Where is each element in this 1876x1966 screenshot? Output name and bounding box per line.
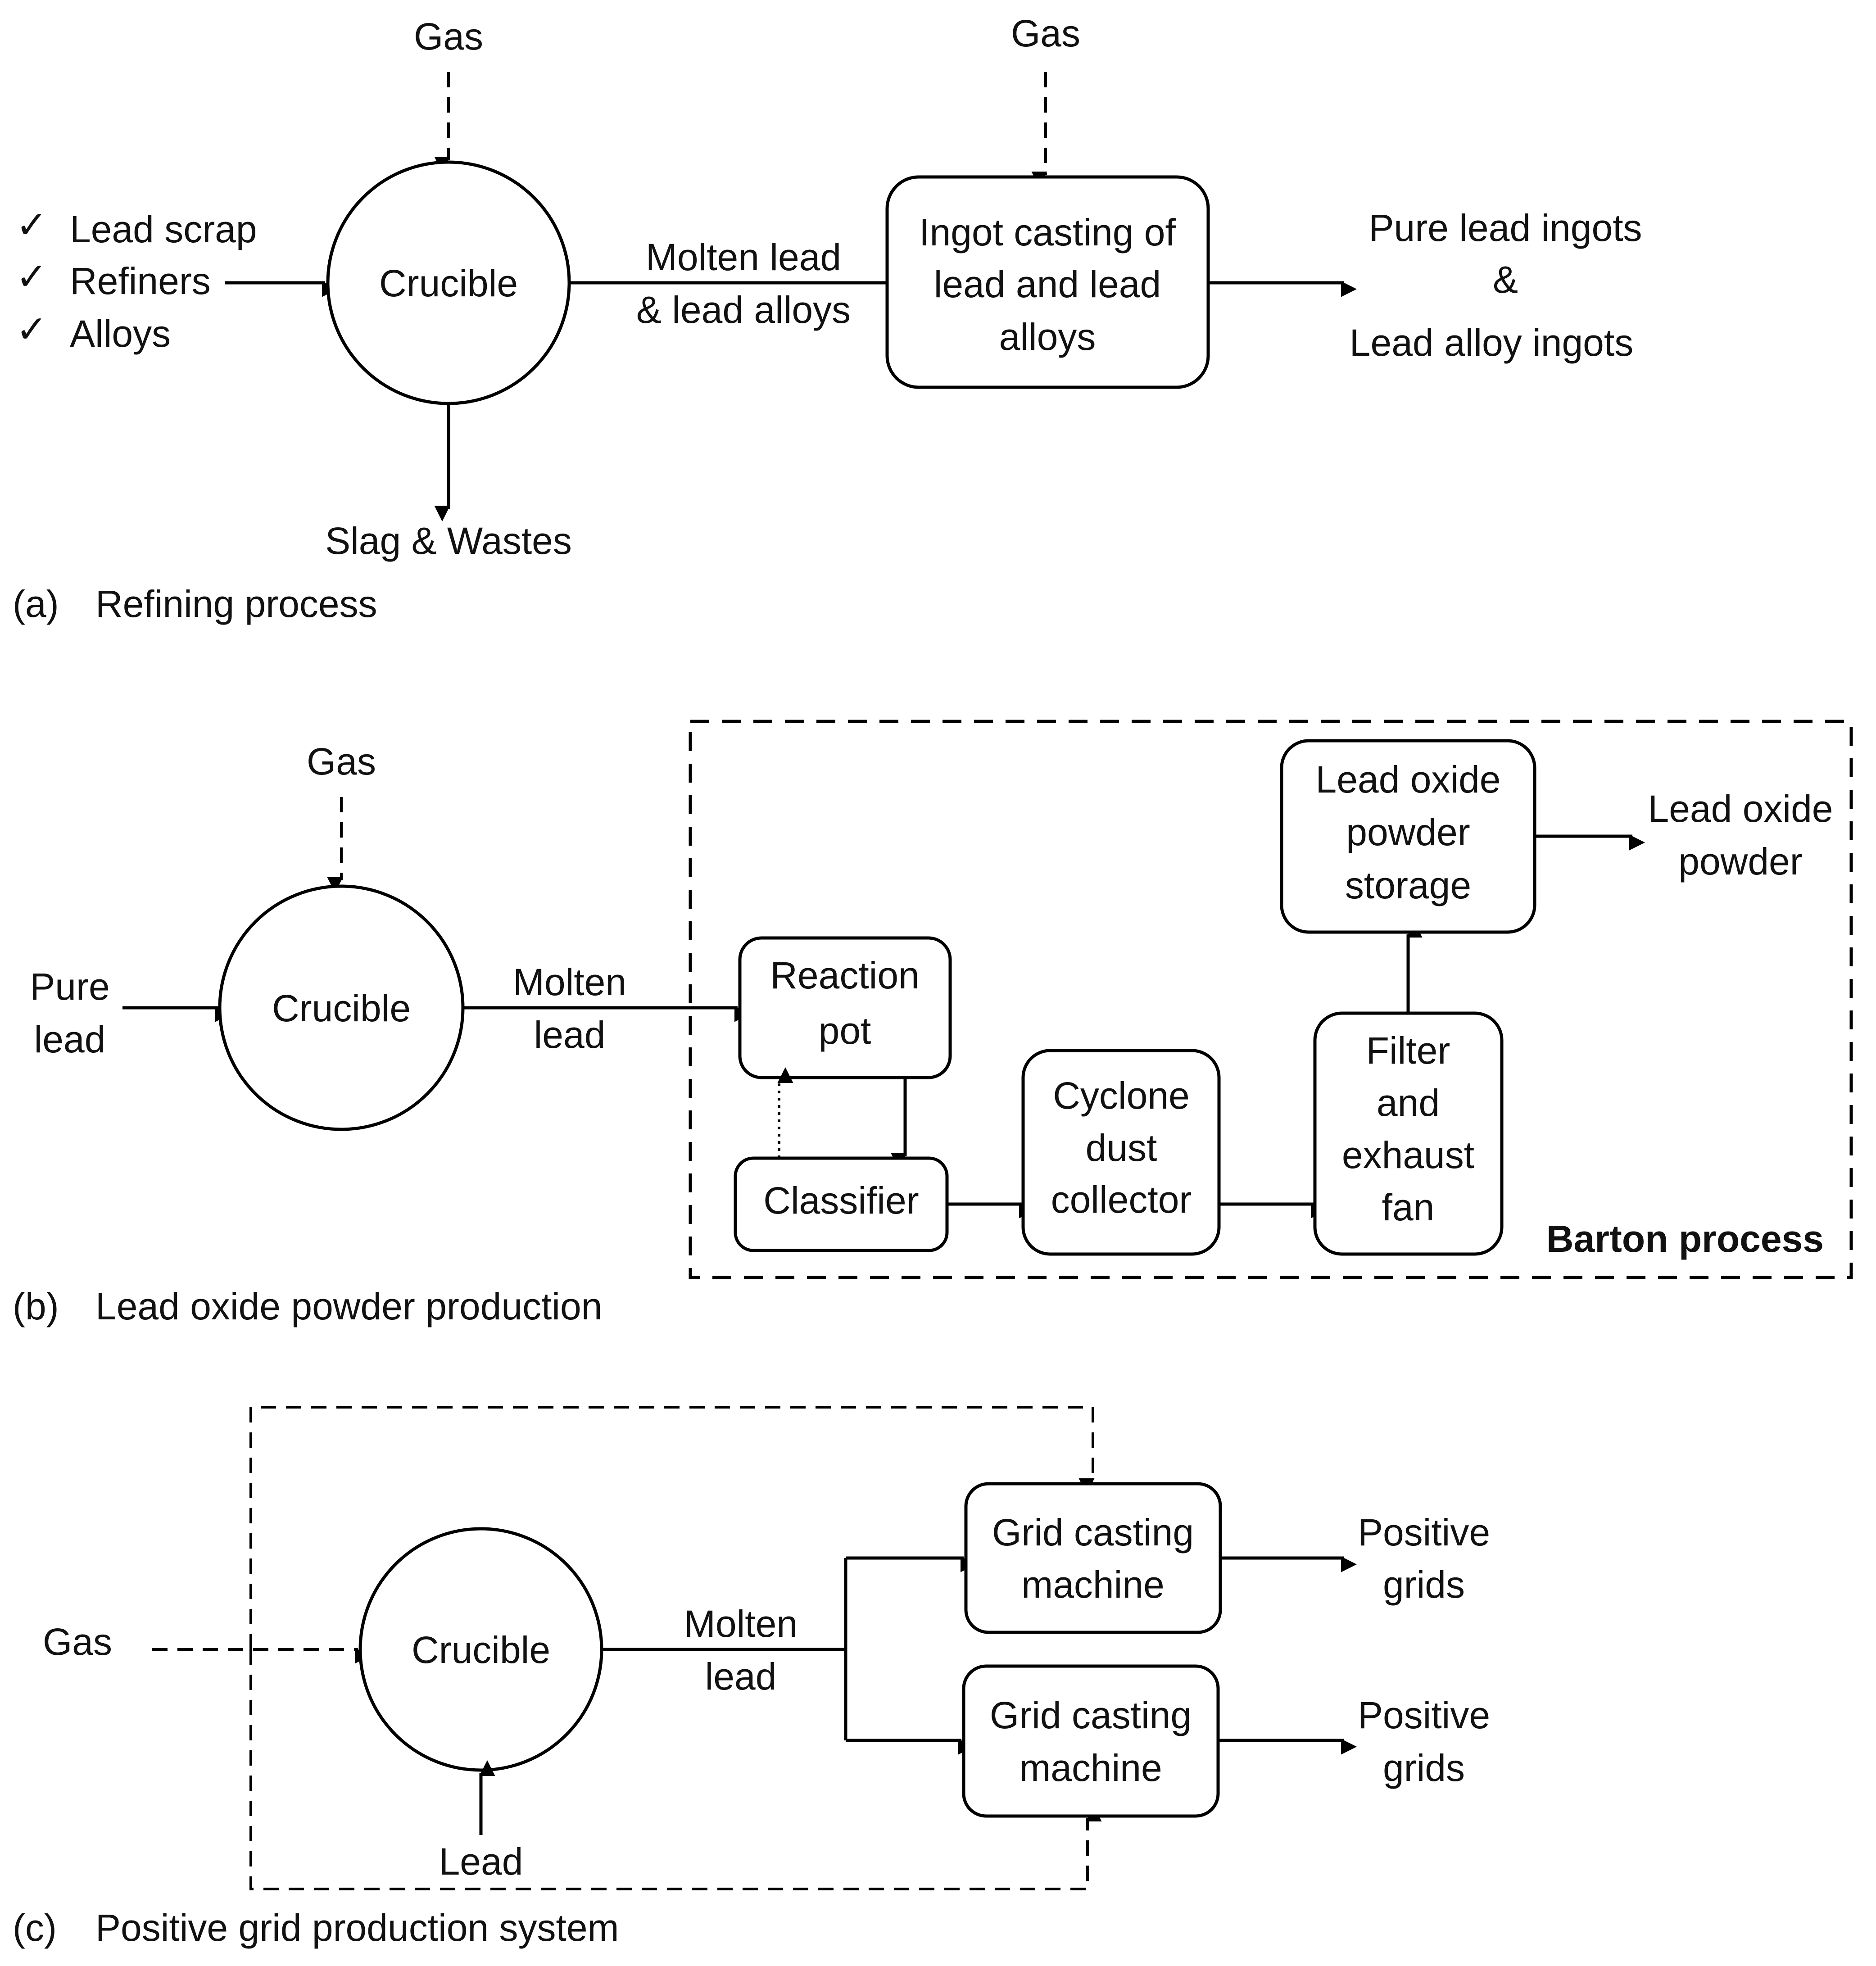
filter-label-3: exhaust — [1342, 1134, 1474, 1176]
grid-casting-machine-2 — [962, 1664, 1220, 1818]
waste-label-a: Slag & Wastes — [325, 520, 572, 562]
lead-input-label: Lead — [439, 1840, 523, 1883]
molten-label-a-1: Molten lead — [646, 236, 841, 278]
barton-process-label: Barton process — [1546, 1218, 1824, 1260]
ingot-casting-label-2: lead and lead — [934, 263, 1161, 305]
output-a-3: Lead alloy ingots — [1350, 322, 1633, 364]
gas-label-b: Gas — [307, 740, 376, 783]
barton-process-boundary — [689, 720, 1853, 1279]
input-item-refiners: Refiners — [70, 260, 211, 302]
machine-2-label-2: machine — [1019, 1747, 1162, 1789]
input-b-1: Pure — [30, 965, 109, 1008]
output-c1-2: grids — [1383, 1563, 1465, 1606]
cyclone-label-1: Cyclone — [1053, 1074, 1189, 1117]
caption-letter-b: (b) — [13, 1285, 59, 1327]
grid-casting-machine-1 — [964, 1482, 1222, 1634]
caption-c: Positive grid production system — [95, 1907, 619, 1949]
ingot-casting-label-1: Ingot casting of — [919, 211, 1176, 254]
cyclone-label-3: collector — [1051, 1178, 1192, 1221]
check-icon: ✓ — [16, 255, 47, 298]
check-icon: ✓ — [16, 204, 47, 246]
panel-c-positive-grid-production: Gas Crucible Lead Molten lead Grid casti… — [13, 1406, 1490, 1949]
machine-2-label-1: Grid casting — [990, 1694, 1192, 1736]
molten-label-a-2: & lead alloys — [636, 289, 851, 331]
output-c2-1: Positive — [1358, 1694, 1490, 1736]
output-b-2: powder — [1678, 840, 1803, 883]
gas-label-a2: Gas — [1011, 12, 1080, 54]
panel-a-refining-process: Gas Gas ✓ Lead scrap ✓ Refiners ✓ Alloys… — [13, 12, 1642, 625]
reaction-pot-label-2: pot — [819, 1010, 871, 1052]
gas-label-a1: Gas — [414, 15, 483, 58]
molten-label-c-1: Molten — [684, 1603, 798, 1645]
cyclone-label-2: dust — [1086, 1127, 1157, 1169]
output-c1-1: Positive — [1358, 1511, 1490, 1554]
check-icon: ✓ — [16, 308, 47, 350]
panel-b-lead-oxide-powder-production: Barton process Gas Pure lead Crucible Mo… — [13, 720, 1853, 1327]
caption-letter-a: (a) — [13, 583, 59, 625]
cyclone-collector-box — [1021, 1049, 1221, 1256]
crucible-b-label: Crucible — [272, 987, 411, 1029]
filter-label-4: fan — [1382, 1186, 1435, 1228]
input-item-lead-scrap: Lead scrap — [70, 208, 257, 250]
crucible-c-label: Crucible — [412, 1629, 550, 1671]
filter-label-2: and — [1377, 1082, 1440, 1124]
output-a-2: & — [1493, 258, 1518, 301]
input-b-2: lead — [34, 1018, 106, 1060]
gas-loop-top — [249, 1406, 1095, 1649]
output-c2-2: grids — [1383, 1747, 1465, 1789]
input-list-a: ✓ Lead scrap ✓ Refiners ✓ Alloys — [16, 204, 257, 355]
molten-label-c-2: lead — [705, 1655, 777, 1698]
output-b-1: Lead oxide — [1648, 788, 1833, 830]
molten-label-b-2: lead — [534, 1014, 606, 1056]
input-item-alloys: Alloys — [70, 313, 171, 355]
molten-label-b-1: Molten — [513, 961, 626, 1003]
storage-label-3: storage — [1345, 864, 1471, 906]
gas-loop-bottom — [249, 1649, 1102, 1890]
crucible-a-label: Crucible — [379, 262, 518, 304]
filter-label-1: Filter — [1366, 1029, 1450, 1072]
gas-label-c: Gas — [43, 1621, 112, 1663]
caption-b: Lead oxide powder production — [95, 1285, 602, 1327]
machine-1-label-2: machine — [1021, 1563, 1165, 1606]
classifier-label: Classifier — [763, 1179, 919, 1222]
storage-label-1: Lead oxide — [1315, 758, 1500, 801]
caption-letter-c: (c) — [13, 1907, 57, 1949]
machine-1-label-1: Grid casting — [992, 1511, 1194, 1554]
reaction-pot-box — [738, 936, 952, 1079]
output-a-1: Pure lead ingots — [1368, 207, 1642, 249]
storage-label-2: powder — [1346, 811, 1470, 853]
caption-a: Refining process — [95, 583, 377, 625]
reaction-pot-label-1: Reaction — [770, 954, 920, 997]
ingot-casting-label-3: alloys — [999, 316, 1096, 358]
